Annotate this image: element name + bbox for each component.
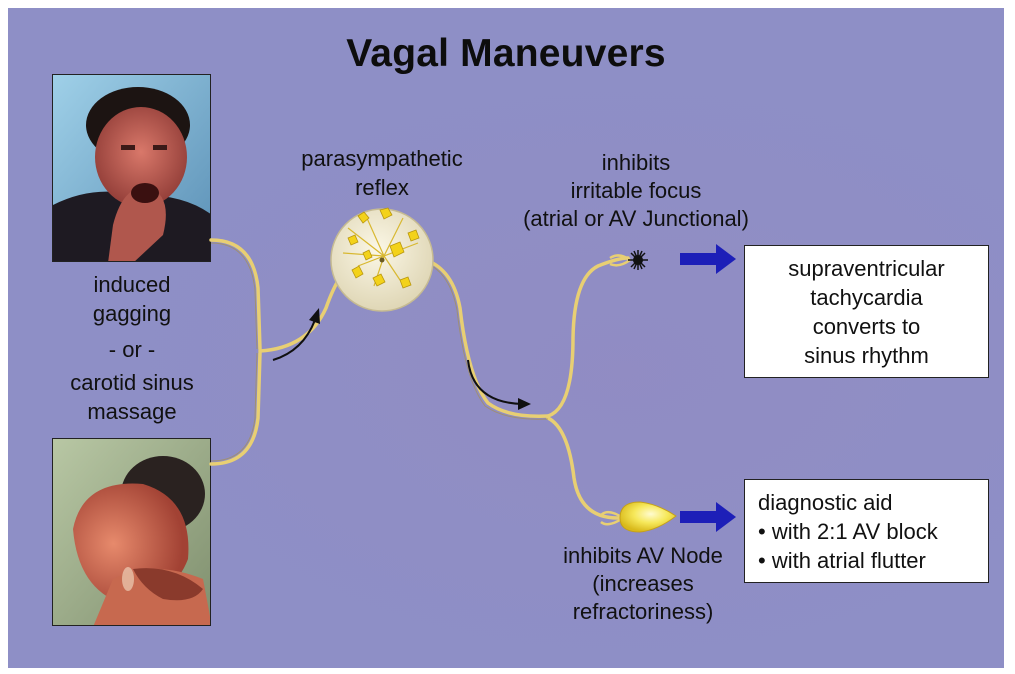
outcome-box-diagnostic: diagnostic aid • with 2:1 AV block • wit… xyxy=(744,479,989,583)
blue-arrow-upper xyxy=(680,244,736,274)
reflex-line1: parasympathetic xyxy=(272,144,492,173)
label-massage: massage xyxy=(42,397,222,426)
lower-label-line1: inhibits AV Node xyxy=(528,542,758,570)
lower-label-line2: (increases xyxy=(528,570,758,598)
right-nerve-fibers xyxy=(426,258,628,518)
flow-arrowhead-2 xyxy=(518,398,531,410)
maneuver-labels: induced gagging - or - carotid sinus mas… xyxy=(42,270,222,426)
flow-arrowhead-1 xyxy=(309,308,320,324)
label-gagging: gagging xyxy=(42,299,222,328)
irritable-focus-label: inhibits irritable focus (atrial or AV J… xyxy=(476,149,796,233)
diag-line2: • with 2:1 AV block xyxy=(758,517,988,546)
reflex-line2: reflex xyxy=(272,173,492,202)
av-node-label: inhibits AV Node (increases refractorine… xyxy=(528,542,758,626)
svt-line1: supraventricular xyxy=(745,254,988,283)
page-title: Vagal Maneuvers xyxy=(8,32,1004,76)
diag-line1: diagnostic aid xyxy=(758,488,988,517)
label-or: - or - xyxy=(42,335,222,364)
upper-label-line3: (atrial or AV Junctional) xyxy=(476,205,796,233)
diag-line3: • with atrial flutter xyxy=(758,546,988,575)
lower-label-line3: refractoriness) xyxy=(528,598,758,626)
slide: Vagal Maneuvers induced gagging - or - c… xyxy=(8,8,1004,668)
outcome-box-svt: supraventricular tachycardia converts to… xyxy=(744,245,989,378)
svt-line3: converts to xyxy=(745,312,988,341)
upper-label-line1: inhibits xyxy=(476,149,796,177)
svt-line4: sinus rhythm xyxy=(745,341,988,370)
label-carotid-sinus: carotid sinus xyxy=(42,368,222,397)
blue-arrow-lower xyxy=(680,502,736,532)
reflex-label: parasympathetic reflex xyxy=(272,144,492,202)
svt-line2: tachycardia xyxy=(745,283,988,312)
ganglion-icon xyxy=(331,208,433,311)
label-induced: induced xyxy=(42,270,222,299)
flow-arrow-1 xyxy=(273,320,315,360)
upper-label-line2: irritable focus xyxy=(476,177,796,205)
